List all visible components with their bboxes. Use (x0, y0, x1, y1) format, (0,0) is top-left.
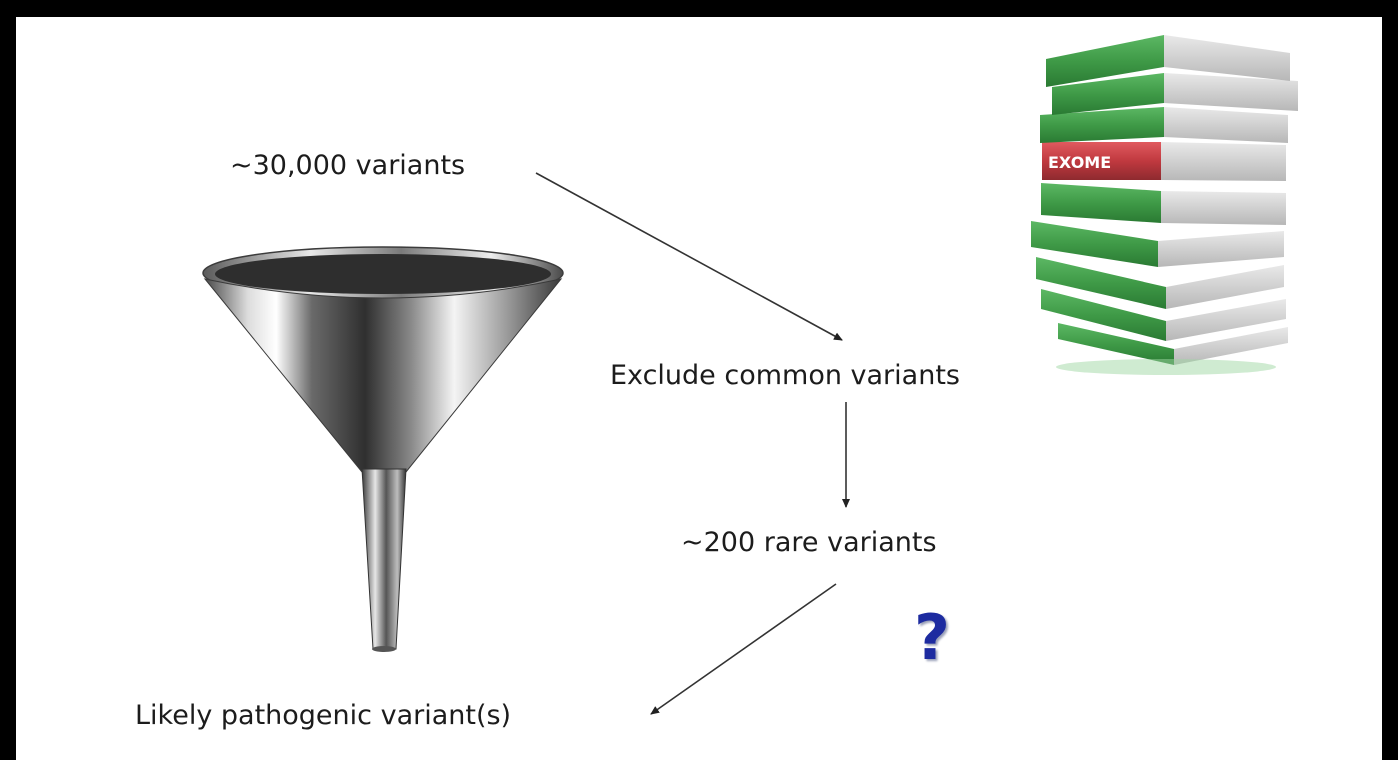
arrow-to-pathogenic (650, 583, 837, 715)
arrows (535, 172, 850, 715)
question-mark-icon: ? (914, 601, 950, 674)
exome-book: EXOME (1042, 142, 1286, 181)
step-200-rare-variants: ~200 rare variants (681, 527, 937, 558)
diagram-graphics: EXOME (202, 35, 1298, 715)
step-likely-pathogenic-variants: Likely pathogenic variant(s) (135, 700, 512, 731)
arrow-to-exclude (535, 172, 843, 341)
step-30000-variants: ~30,000 variants (230, 150, 466, 181)
funnel-icon (202, 246, 564, 652)
step-exclude-common-variants: Exclude common variants (610, 360, 960, 391)
book-stack-icon: EXOME (1031, 35, 1298, 375)
exome-label: EXOME (1048, 153, 1111, 172)
diagram-canvas: EXOME ~30,000 variants Exclude common va… (16, 17, 1382, 760)
